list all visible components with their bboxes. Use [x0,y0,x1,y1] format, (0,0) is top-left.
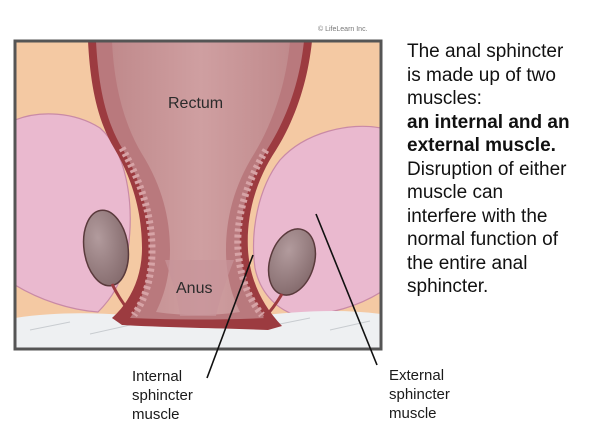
description-line: sphincter. [407,276,489,297]
description-line: muscles: [407,88,482,109]
anal-canal [165,260,234,316]
rectum-label: Rectum [168,95,224,112]
illustration-frame [13,39,383,351]
description-line: Disruption of either [407,158,567,180]
description-text: The anal sphincter is made up of two mus… [407,40,597,299]
callout-line: muscle [132,406,180,423]
callout-line: Internal [132,368,183,385]
description-line: the entire anal [407,252,528,274]
description-line-bold: external muscle. [407,135,556,156]
description-line-bold: an internal and an [407,111,570,133]
cross-section [15,41,381,349]
copyright-notice: © LifeLearn Inc. [318,26,368,33]
description-line: The anal sphincter [407,41,564,62]
description-line: is made up of two [407,64,556,86]
description-line: muscle can [407,182,504,203]
callout-line: External [389,367,445,384]
skin-folds [15,311,381,349]
rectum-lumen [112,41,290,315]
internal-sphincter-callout: Internal sphincter muscle [132,367,193,424]
callout-line: sphincter [389,386,450,403]
external-sphincter-callout: External sphincter muscle [389,366,450,423]
description-line: interfere with the [407,205,548,227]
external-sphincter-leader [315,213,378,366]
callout-line: sphincter [132,387,193,404]
internal-sphincter-leader [206,254,254,379]
callout-line: muscle [389,405,437,422]
anus-label: Anus [176,280,213,297]
description-line: normal function of [407,229,559,250]
